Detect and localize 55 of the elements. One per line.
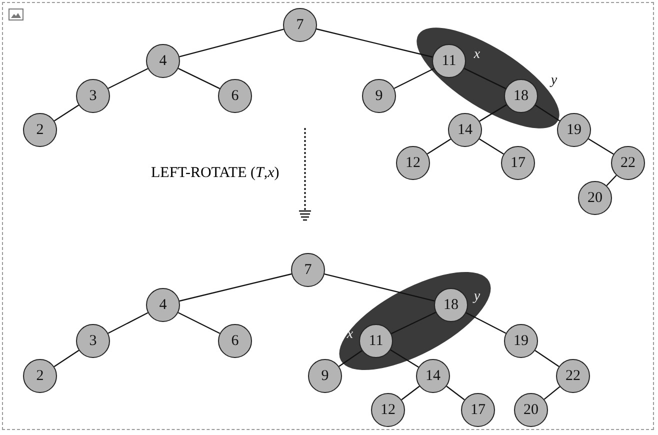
tree-node: 3 (76, 324, 110, 358)
tree-edge (108, 312, 148, 334)
tree-edge (179, 28, 284, 58)
tree-edge (324, 273, 435, 302)
tree-node: 3 (76, 79, 110, 113)
tree-node: 9 (362, 79, 396, 113)
tree-node: 6 (218, 79, 252, 113)
tree-edge (316, 28, 433, 58)
tree-node: 7 (291, 253, 325, 287)
tree-edge (338, 350, 362, 367)
tree-edge (606, 174, 617, 186)
tree-node: 19 (504, 324, 538, 358)
tree-node: 19 (557, 113, 591, 147)
tree-node: 4 (146, 44, 180, 78)
tree-edge (178, 312, 220, 334)
pointer-label: y (474, 289, 480, 305)
tree-edge (464, 68, 506, 90)
tree-node: 2 (23, 359, 57, 393)
pointer-label: y (550, 73, 558, 89)
tree-node: 17 (461, 393, 495, 427)
tree-node: 14 (448, 113, 482, 147)
tree-node: 20 (514, 393, 548, 427)
tree-node: 2 (23, 113, 57, 147)
tree-node: 9 (308, 359, 342, 393)
tree-edge (54, 104, 80, 122)
tree-edge (427, 138, 451, 154)
tree-edge (391, 312, 436, 334)
tree-node: 12 (396, 146, 430, 180)
tree-node: 20 (578, 181, 612, 215)
pointer-label: x (474, 47, 480, 63)
tree-node: 7 (283, 8, 317, 42)
tree-edge (534, 104, 560, 122)
tree-node: 17 (501, 146, 535, 180)
tree-edge (466, 312, 506, 334)
tree-node: 6 (218, 324, 252, 358)
tree-edge (534, 350, 560, 367)
tree-edge (588, 138, 614, 155)
tree-edge (401, 386, 420, 400)
tree-edge (178, 68, 220, 90)
tree-edge (479, 104, 507, 122)
tree-node: 12 (371, 393, 405, 427)
tree-edge (394, 68, 434, 89)
tree-node: 14 (416, 359, 450, 393)
tree-edge (390, 349, 419, 368)
tree-node: 22 (556, 359, 590, 393)
pointer-label: x (346, 327, 354, 343)
operation-label: LEFT-ROTATE (T,x) (151, 165, 280, 182)
tree-node: 4 (146, 288, 180, 322)
tree-edge (446, 386, 465, 400)
tree-node: 22 (611, 146, 645, 180)
tree-edge (179, 273, 292, 302)
tree-edge (54, 350, 80, 368)
tree-edge (544, 386, 560, 400)
tree-edge (479, 138, 504, 155)
tree-edge (108, 68, 148, 89)
